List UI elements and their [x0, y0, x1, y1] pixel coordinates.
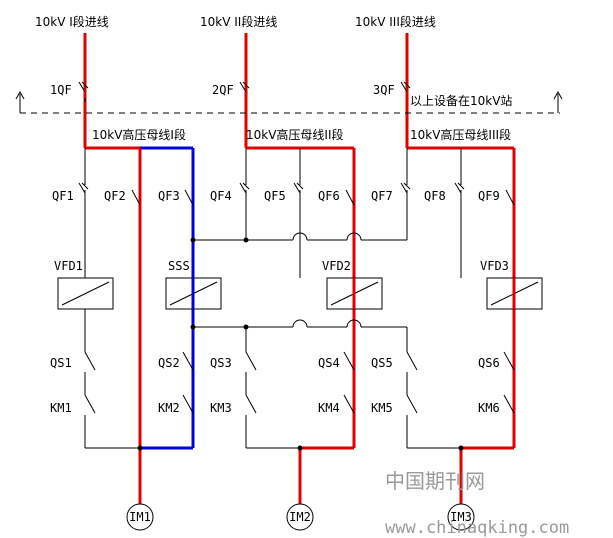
breaker-2qf-symbol [239, 81, 250, 93]
incomer-1-label: 10kV I段进线 [35, 14, 109, 29]
qf6-label: QF6 [318, 189, 340, 203]
motor-im3-label: IM3 [450, 510, 472, 524]
breaker-1qf-symbol [78, 81, 89, 93]
qs2-label: QS2 [158, 356, 180, 370]
cross-ties [190, 190, 408, 330]
watermark-url: www.chinaqking.com [385, 518, 569, 538]
qf9-label: QF9 [478, 189, 500, 203]
vfd1-box [57, 277, 114, 310]
sss-label: SSS [168, 259, 190, 273]
qs1-label: QS1 [50, 356, 72, 370]
breaker-3qf-label: 3QF [373, 83, 395, 97]
km4-label: KM4 [318, 401, 340, 415]
qf2-label: QF2 [104, 189, 126, 203]
breaker-3qf-symbol [400, 81, 411, 93]
km1-label: KM1 [50, 401, 72, 415]
breaker-2qf-label: 2QF [212, 83, 234, 97]
vfd2-label: VFD2 [322, 259, 351, 273]
breaker-1qf-label: 1QF [50, 83, 72, 97]
km2-label: KM2 [158, 401, 180, 415]
vfd1-label: VFD1 [54, 259, 83, 273]
lower-wiring [84, 309, 515, 451]
qf5-label: QF5 [264, 189, 286, 203]
qf8-label: QF8 [424, 189, 446, 203]
motor-im1 [126, 503, 154, 531]
incomer-2-label: 10kV II段进线 [200, 14, 277, 29]
feeder-wiring [78, 148, 465, 278]
qf1-label: QF1 [52, 189, 74, 203]
sss-box [165, 277, 222, 310]
qs4-label: QS4 [318, 356, 340, 370]
qf4-label: QF4 [210, 189, 232, 203]
bus-2-label: 10kV高压母线II段 [246, 127, 344, 142]
km5-label: KM5 [371, 401, 393, 415]
qf7-label: QF7 [371, 189, 393, 203]
watermark-cn: 中国期刊网 [385, 469, 485, 493]
qf2-path [131, 148, 142, 448]
qf3-label: QF3 [158, 189, 180, 203]
vfd3-box [486, 277, 543, 310]
bus-1-label: 10kV高压母线I段 [92, 127, 186, 142]
vfd2-box [326, 277, 383, 310]
bus-3-label: 10kV高压母线III段 [410, 127, 511, 142]
km6-label: KM6 [478, 401, 500, 415]
incomer-3-label: 10kV III段进线 [355, 14, 436, 29]
station-boundary [15, 90, 563, 114]
motor-im2 [286, 503, 314, 531]
km3-label: KM3 [210, 401, 232, 415]
vfd3-label: VFD3 [480, 259, 509, 273]
qs5-label: QS5 [371, 356, 393, 370]
qs6-label: QS6 [478, 356, 500, 370]
station-note: 以上设备在10kV站 [410, 94, 512, 108]
motor-im2-label: IM2 [289, 510, 311, 524]
motor-im1-label: IM1 [129, 510, 151, 524]
motor-im3 [447, 503, 475, 531]
qs3-label: QS3 [210, 356, 232, 370]
